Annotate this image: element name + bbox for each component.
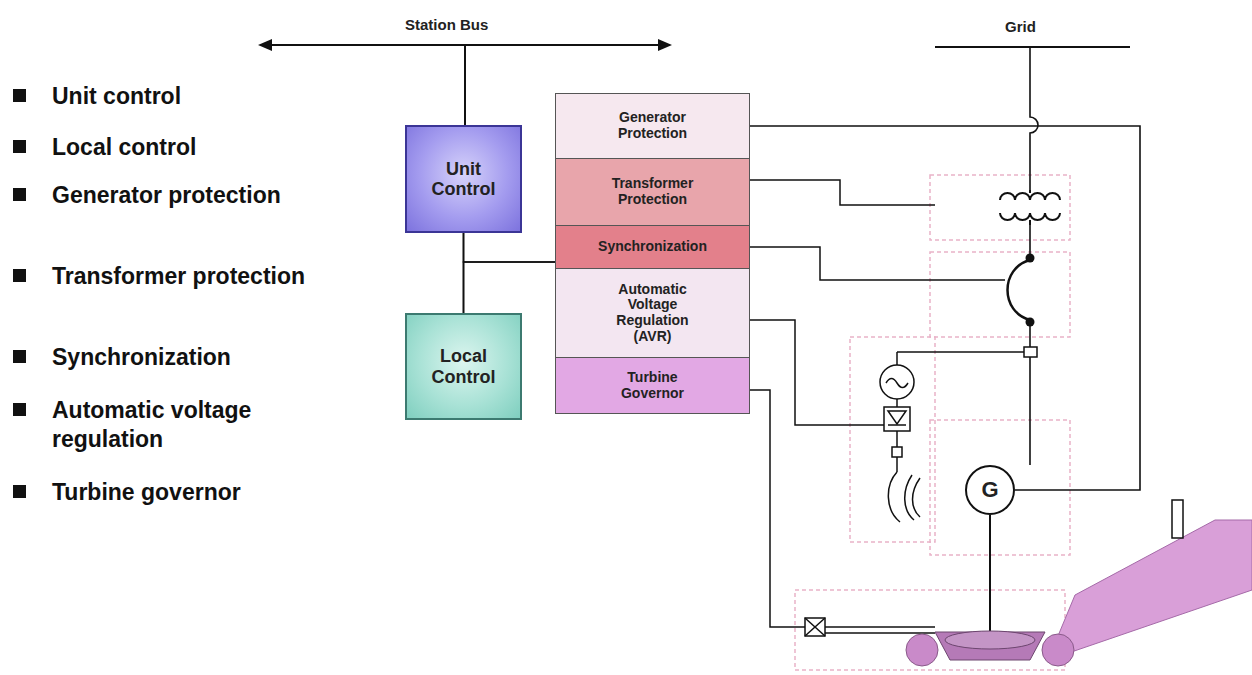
node-text: Transformer Protection bbox=[598, 176, 708, 207]
list-item: Transformer protection bbox=[52, 262, 307, 291]
connector bbox=[464, 262, 556, 313]
bus-label: Station Bus bbox=[405, 16, 525, 35]
control-wires bbox=[750, 180, 1005, 627]
node-text: Local Control bbox=[421, 346, 506, 386]
connector-line bbox=[464, 262, 556, 313]
control-box: Local Control bbox=[405, 313, 522, 420]
bullet-marks bbox=[13, 89, 26, 498]
connector bbox=[750, 126, 1140, 490]
function-band: Turbine Governor bbox=[555, 357, 750, 414]
list-item: Generator protection bbox=[52, 181, 307, 210]
generator-circle: G bbox=[965, 465, 1015, 515]
dashed-regions bbox=[795, 175, 1070, 670]
list-item: Local control bbox=[52, 133, 307, 162]
function-band: Generator Protection bbox=[555, 93, 750, 159]
exciter-branch bbox=[880, 347, 1037, 522]
connector-line bbox=[750, 126, 1140, 490]
node-text: Unit Control bbox=[421, 159, 506, 199]
node-text: Generator Protection bbox=[603, 110, 703, 141]
transformer-symbol bbox=[1000, 190, 1060, 225]
list-item: Automatic voltage regulation bbox=[52, 396, 307, 454]
connector-line bbox=[464, 233, 556, 262]
list-item: Synchronization bbox=[52, 343, 307, 372]
node-text: G bbox=[981, 478, 998, 503]
breaker-symbol bbox=[1008, 254, 1035, 327]
node-text: Synchronization bbox=[598, 239, 707, 255]
turbine-symbol bbox=[805, 500, 1252, 666]
list-item: Unit control bbox=[52, 82, 307, 111]
function-band: Synchronization bbox=[555, 225, 750, 269]
grid-bus bbox=[935, 46, 1130, 48]
connector bbox=[464, 233, 556, 262]
grid-label: Grid bbox=[1005, 18, 1065, 37]
node-text: Turbine Governor bbox=[605, 370, 700, 401]
node-text: Automatic Voltage Regulation (AVR) bbox=[607, 282, 699, 345]
function-band: Automatic Voltage Regulation (AVR) bbox=[555, 268, 750, 358]
function-band: Transformer Protection bbox=[555, 158, 750, 226]
list-item: Turbine governor bbox=[52, 478, 307, 507]
control-box: Unit Control bbox=[405, 125, 522, 233]
